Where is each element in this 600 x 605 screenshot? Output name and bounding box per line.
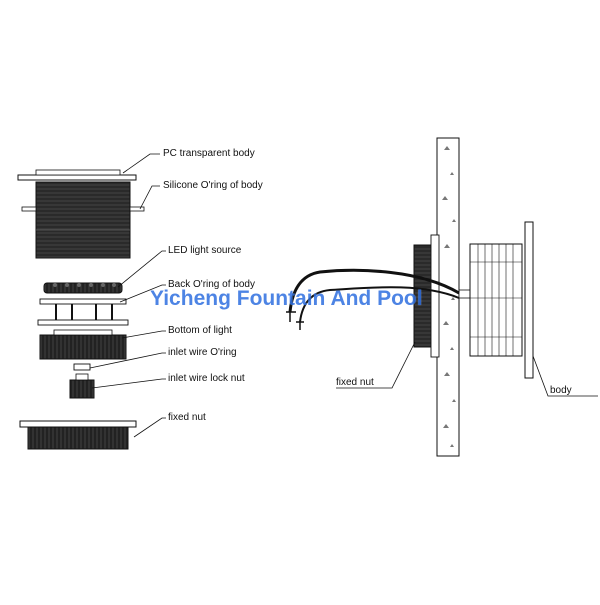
fixed-nut-exploded-part xyxy=(19,420,137,450)
bottom-of-light-part xyxy=(39,329,127,360)
label-silicone-oring-of-body: Silicone O'ring of body xyxy=(163,180,263,191)
label-pc-transparent-body: PC transparent body xyxy=(163,148,255,159)
label-back-oring-of-body: Back O'ring of body xyxy=(168,279,255,290)
label-inlet-wire-oring: inlet wire O'ring xyxy=(168,347,237,358)
watermark-text: Yicheng Fountain And Pool xyxy=(150,287,423,310)
fixed-nut-assembled-part xyxy=(413,234,440,358)
body-part-assembled xyxy=(469,221,534,379)
back-oring-part xyxy=(37,298,129,326)
inlet-wire-parts xyxy=(69,363,95,399)
label-inlet-wire-lock-nut: inlet wire lock nut xyxy=(168,373,245,384)
label-fixed-nut-assembled: fixed nut xyxy=(336,377,374,388)
leader-lines-assembled xyxy=(336,341,598,397)
label-body: body xyxy=(550,385,572,396)
silicone-oring-body-part xyxy=(21,181,145,259)
label-fixed-nut-exploded: fixed nut xyxy=(168,412,206,423)
pc-transparent-body-part xyxy=(17,169,137,181)
label-led-light-source: LED light source xyxy=(168,245,242,256)
label-bottom-of-light: Bottom of light xyxy=(168,325,232,336)
led-light-source-part xyxy=(43,282,123,294)
inlet-wire xyxy=(286,268,460,330)
leader-lines-exploded xyxy=(89,153,166,438)
